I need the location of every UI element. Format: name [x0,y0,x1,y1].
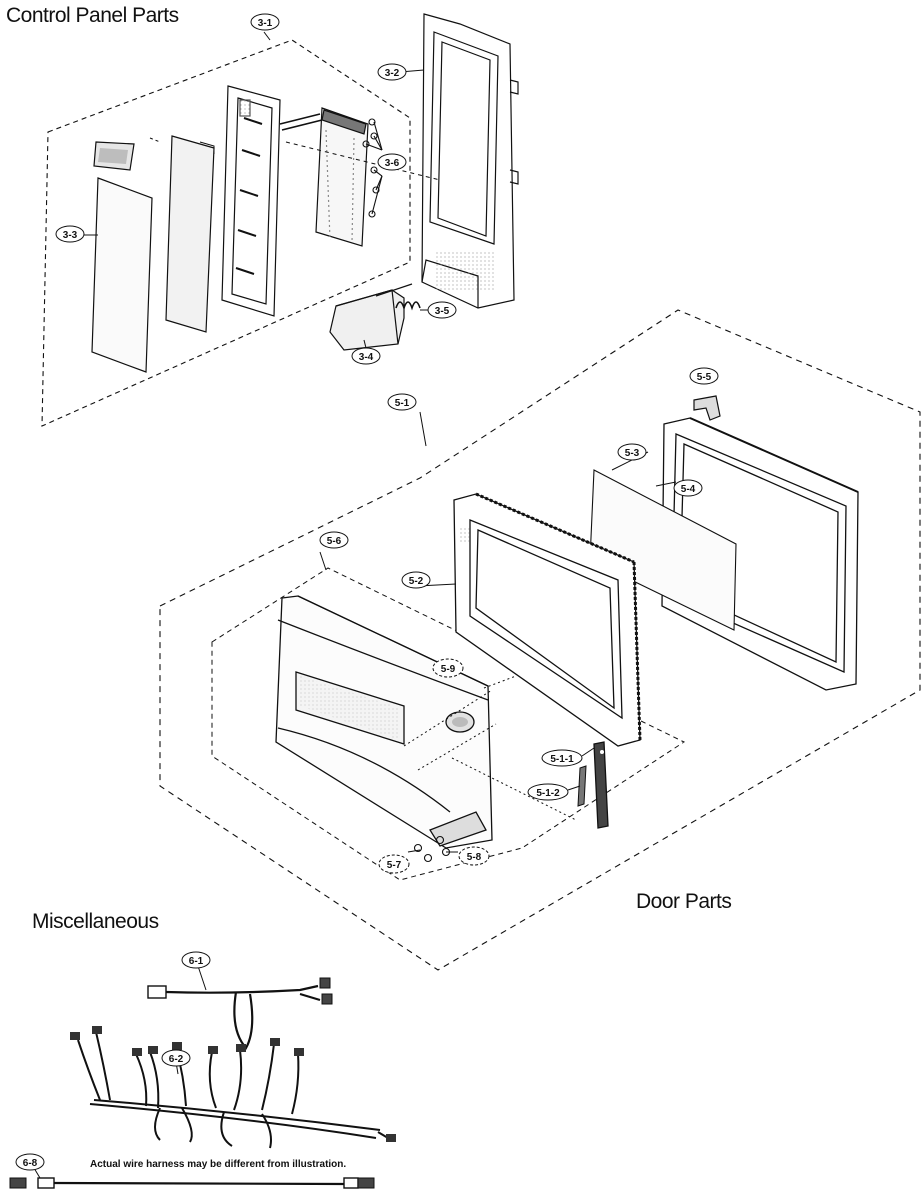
part-5-1-2-hinge-pin [577,765,587,807]
part-3-4-door-button [329,283,413,351]
part-panel-frame [221,85,281,317]
part-3-2-panel-housing [421,13,519,309]
door-subassembly-boundary [211,567,686,881]
control-panel-group [41,13,519,427]
door-parts-group [159,309,921,971]
part-panel-insulation-sheet [165,135,215,333]
part-5-6-door-front [275,595,493,849]
callout-5-7: 5-7 [378,854,410,874]
svg-text:6-2: 6-2 [169,1054,184,1065]
callout-5-3: 5-3 [617,443,647,461]
part-3-3-membrane-sheet [91,141,153,373]
callout-3-6: 3-6 [377,153,407,171]
svg-text:6-8: 6-8 [23,1158,38,1169]
svg-text:5-6: 5-6 [327,536,342,547]
part-6-1-wire-harness [147,977,333,1050]
svg-text:5-2: 5-2 [409,576,424,587]
callout-6-2: 6-2 [161,1049,191,1067]
control-panel-group-boundary [41,39,411,427]
callout-labels: 3-1 3-2 3-3 3-4 3-5 3-6 5-1 5-2 5-3 5-4 … [15,13,719,1171]
svg-text:3-6: 3-6 [385,158,400,169]
part-6-8-ground-wire [9,1177,375,1189]
callout-5-4: 5-4 [673,479,703,497]
callout-5-1-1: 5-1-1 [541,749,583,767]
callout-5-8: 5-8 [458,846,490,866]
callout-3-5: 3-5 [427,301,457,319]
svg-text:5-4: 5-4 [681,484,696,495]
callout-5-1: 5-1 [387,393,417,411]
callout-5-6: 5-6 [319,531,349,549]
part-5-1-1-hinge [593,741,609,829]
callout-6-8: 6-8 [15,1153,45,1171]
door-group-boundary [159,309,921,971]
svg-text:3-4: 3-4 [359,352,374,363]
callout-6-1: 6-1 [181,951,211,969]
svg-text:5-1: 5-1 [395,398,410,409]
svg-text:5-1-2: 5-1-2 [536,788,560,799]
svg-text:3-2: 3-2 [385,68,400,79]
svg-text:3-5: 3-5 [435,306,450,317]
miscellaneous-group [9,965,396,1189]
wire-harness-note: Actual wire harness may be different fro… [90,1159,347,1170]
part-control-pcb [315,107,369,247]
part-6-2-wire-harness [70,1026,396,1149]
section-title-control-panel-parts: Control Panel Parts [6,4,179,27]
svg-text:6-1: 6-1 [189,956,204,967]
callout-5-5: 5-5 [689,367,719,385]
section-title-miscellaneous: Miscellaneous [32,910,159,933]
part-3-5-spring [395,301,421,311]
part-5-2-inner-door-frame [453,492,642,747]
svg-text:5-9: 5-9 [441,664,456,675]
svg-text:5-3: 5-3 [625,448,640,459]
callout-3-3: 3-3 [55,225,85,243]
callout-3-1: 3-1 [250,13,280,31]
svg-text:5-5: 5-5 [697,372,712,383]
svg-text:3-3: 3-3 [63,230,78,241]
section-title-door-parts: Door Parts [636,890,732,913]
part-3-6-screws [362,118,383,218]
part-5-3-glass-plate [589,469,737,631]
callout-5-2: 5-2 [401,571,431,589]
svg-text:5-1-1: 5-1-1 [550,754,574,765]
callout-3-2: 3-2 [377,63,407,81]
svg-text:5-8: 5-8 [467,852,482,863]
svg-text:3-1: 3-1 [258,18,273,29]
callout-3-4: 3-4 [351,347,381,365]
callout-5-1-2: 5-1-2 [527,783,569,801]
svg-text:5-7: 5-7 [387,860,402,871]
callout-5-9: 5-9 [432,658,464,678]
part-5-5-latch [693,395,721,421]
